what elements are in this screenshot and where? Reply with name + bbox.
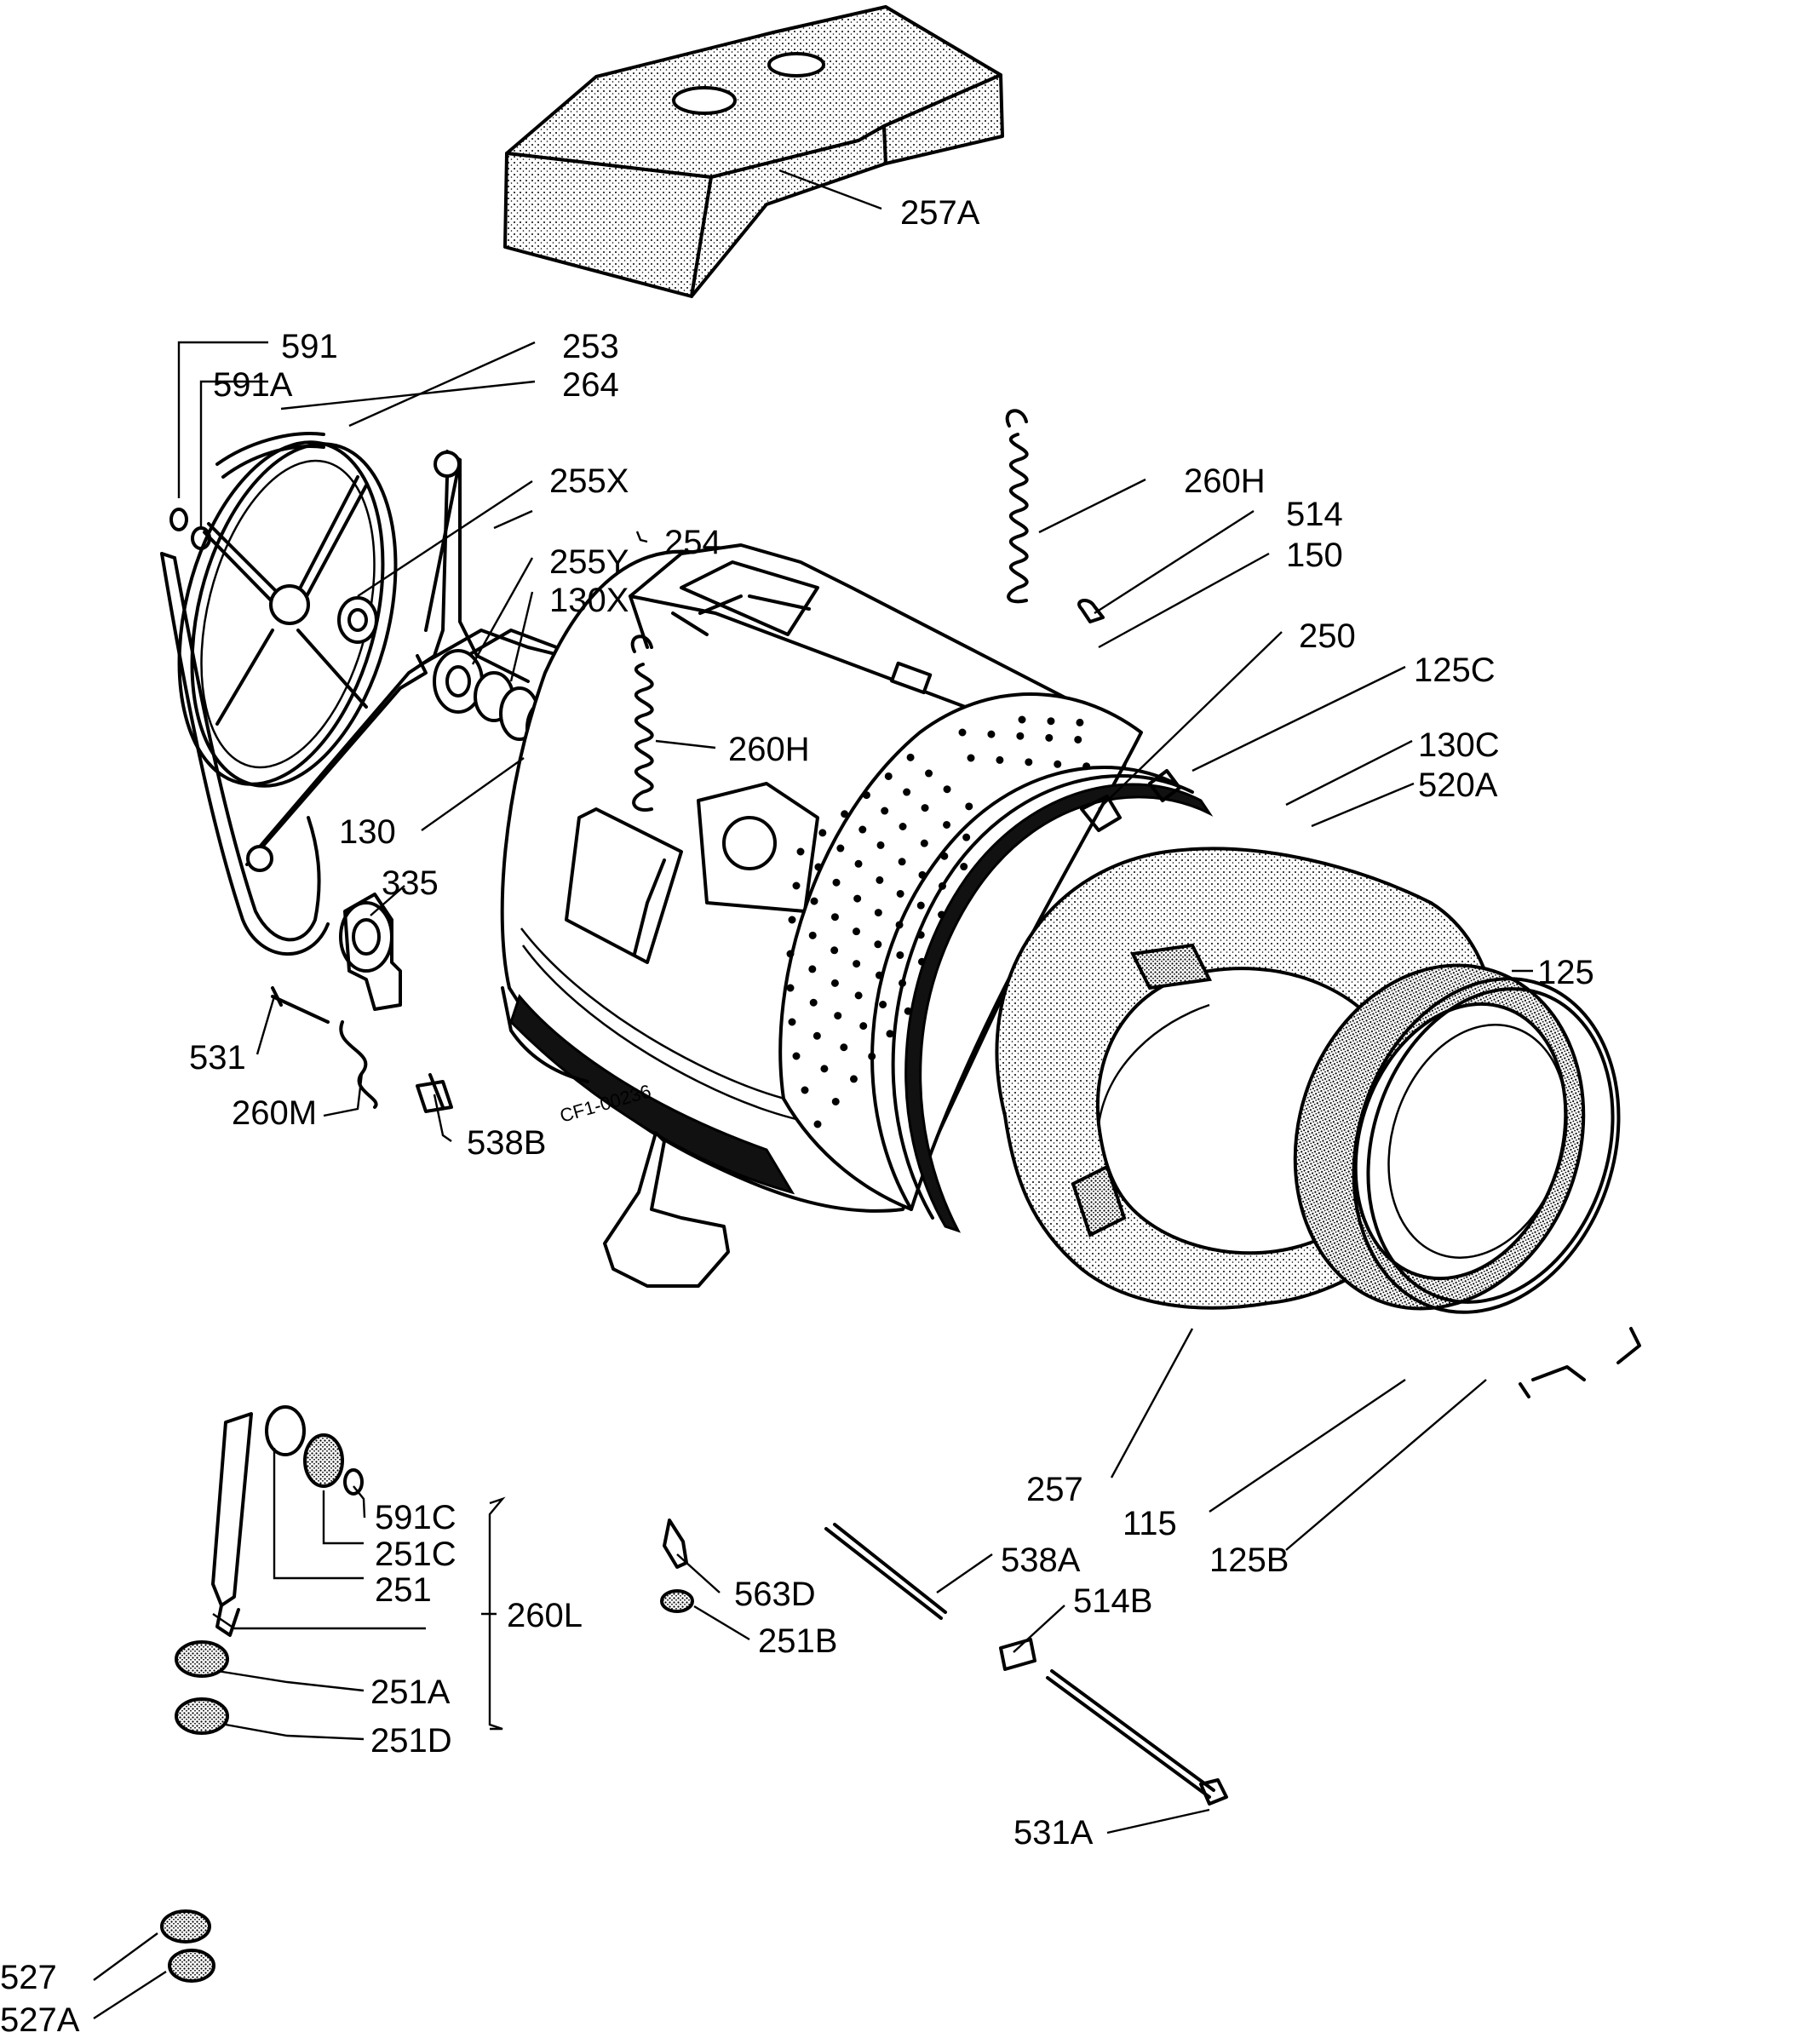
label-251c: 251C [375, 1536, 456, 1573]
label-260h-top: 260H [1184, 462, 1266, 500]
damper-parts [160, 1405, 364, 1983]
label-538a: 538A [1001, 1542, 1081, 1579]
label-130x: 130X [549, 582, 629, 619]
label-150: 150 [1286, 537, 1343, 574]
label-251b: 251B [758, 1622, 837, 1660]
label-514b: 514B [1073, 1582, 1152, 1620]
label-254: 254 [664, 524, 721, 561]
label-591a: 591A [213, 366, 293, 404]
label-125c: 125C [1414, 652, 1496, 689]
leader-lines [93, 169, 1533, 2020]
suspension-springs [630, 409, 1105, 812]
label-255y: 255Y [549, 543, 629, 581]
label-514: 514 [1286, 496, 1343, 533]
label-125b: 125B [1209, 1542, 1289, 1579]
label-591: 591 [281, 328, 338, 365]
label-531: 531 [189, 1039, 246, 1077]
label-260l: 260L [507, 1597, 583, 1634]
label-260m: 260M [232, 1094, 317, 1132]
part-labels: 257A 591 253 591A 264 255X 254 255Y 130X… [0, 194, 1594, 2039]
pulley-belt-bracket [160, 432, 598, 956]
label-527a: 527A [0, 2001, 80, 2039]
label-527: 527 [0, 1959, 57, 1996]
label-264: 264 [562, 366, 619, 404]
label-251: 251 [375, 1571, 432, 1609]
fastener-parts [660, 1519, 1228, 1806]
counterweight-block [503, 5, 1004, 298]
label-125: 125 [1537, 954, 1594, 991]
label-251d: 251D [370, 1722, 452, 1760]
label-538b: 538B [467, 1124, 546, 1162]
label-115: 115 [1123, 1505, 1177, 1542]
label-563d: 563D [734, 1576, 816, 1613]
label-257: 257 [1026, 1471, 1083, 1508]
label-130: 130 [339, 813, 396, 851]
label-130c: 130C [1418, 726, 1500, 764]
label-251a: 251A [370, 1674, 451, 1711]
label-250: 250 [1299, 617, 1356, 655]
label-253: 253 [562, 328, 619, 365]
small-parts-motor-area [271, 893, 453, 1113]
tub-assembly [500, 543, 1641, 1398]
label-257a: 257A [900, 194, 980, 232]
label-255x: 255X [549, 462, 629, 500]
label-591c: 591C [375, 1499, 456, 1536]
label-335: 335 [382, 864, 439, 902]
label-531a: 531A [1013, 1814, 1094, 1852]
label-520a: 520A [1418, 766, 1498, 804]
label-260h-mid: 260H [728, 731, 810, 768]
